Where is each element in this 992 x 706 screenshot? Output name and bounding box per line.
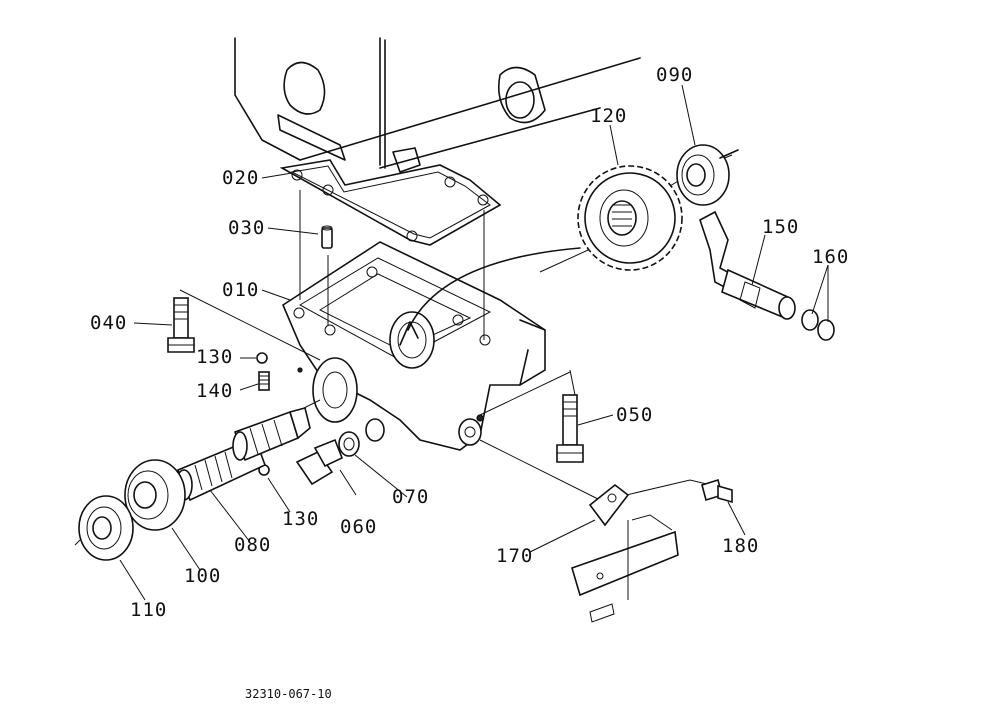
reference-code: 32310-067-10 bbox=[245, 687, 332, 701]
bolt-050 bbox=[556, 394, 584, 463]
bearing-090 bbox=[676, 144, 739, 206]
callout-030: 030 bbox=[228, 217, 265, 239]
callout-100: 100 bbox=[184, 565, 221, 587]
callout-010: 010 bbox=[222, 279, 259, 301]
gear-housing-010 bbox=[282, 241, 546, 451]
dowel-pin-030 bbox=[321, 225, 333, 249]
bearing-100 bbox=[124, 459, 186, 531]
callout-020: 020 bbox=[222, 167, 259, 189]
callout-070: 070 bbox=[392, 486, 429, 508]
callout-150: 150 bbox=[762, 216, 799, 238]
washer-070 bbox=[338, 431, 360, 457]
callout-060: 060 bbox=[340, 516, 377, 538]
callout-180: 180 bbox=[722, 535, 759, 557]
callout-130-top: 130 bbox=[196, 346, 233, 368]
callout-090: 090 bbox=[656, 64, 693, 86]
gear-120 bbox=[577, 165, 683, 271]
callout-labels: 010 020 030 040 050 060 070 080 090 100 … bbox=[90, 64, 849, 621]
bolt-180 bbox=[701, 478, 733, 504]
callout-140: 140 bbox=[196, 380, 233, 402]
callout-160: 160 bbox=[812, 246, 849, 268]
callout-130-bottom: 130 bbox=[282, 508, 319, 530]
callout-050: 050 bbox=[616, 404, 653, 426]
bolt-040 bbox=[167, 297, 195, 353]
callout-170: 170 bbox=[496, 545, 533, 567]
plug-060 bbox=[295, 438, 344, 486]
snap-rings-160 bbox=[801, 309, 835, 341]
gasket-plate-020 bbox=[279, 159, 502, 246]
engine-block-outline bbox=[234, 37, 641, 173]
shaft-080 bbox=[175, 407, 311, 502]
callout-120: 120 bbox=[590, 105, 627, 127]
spring-140 bbox=[258, 371, 270, 391]
seal-110 bbox=[74, 495, 134, 561]
callout-110: 110 bbox=[130, 599, 167, 621]
plate-170 bbox=[571, 483, 679, 623]
shaft-150 bbox=[699, 210, 796, 320]
ball-130-top bbox=[256, 352, 268, 364]
callout-080: 080 bbox=[234, 534, 271, 556]
callout-040: 040 bbox=[90, 312, 127, 334]
leader-lines bbox=[119, 84, 829, 601]
